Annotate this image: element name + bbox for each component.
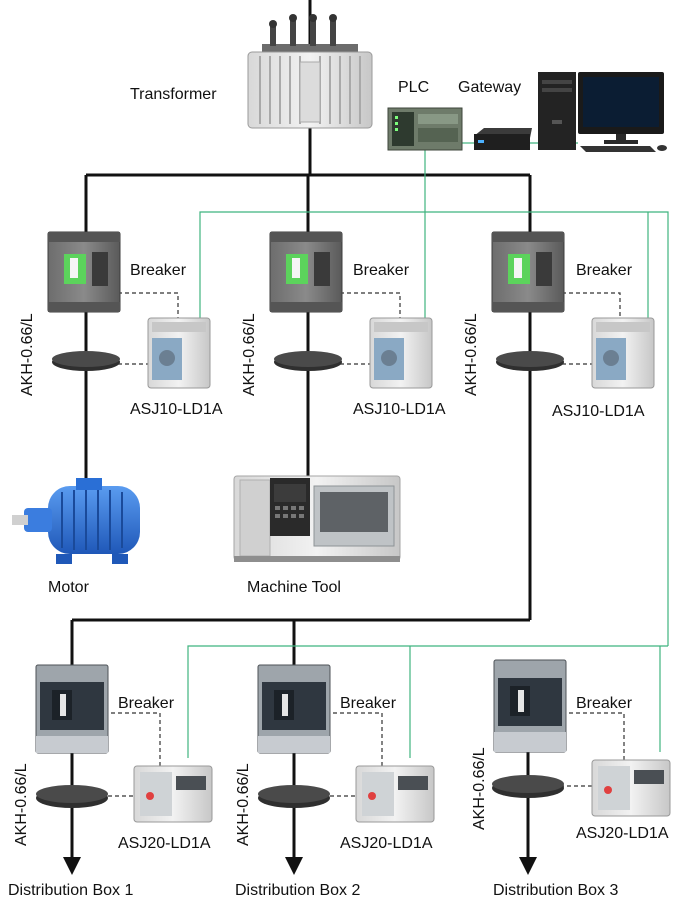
meter-box-1 <box>133 765 213 823</box>
breaker-label-feeder-3: Breaker <box>576 262 633 279</box>
distribution-box-2-label: Distribution Box 2 <box>235 882 360 899</box>
current-transformer-feeder-1 <box>52 351 120 371</box>
current-transformer-box-1 <box>36 785 108 808</box>
gateway-label: Gateway <box>458 79 521 96</box>
ct-label-feeder-2: AKH-0.66/L <box>241 313 258 396</box>
current-transformer-box-3 <box>492 775 564 798</box>
power-lines <box>63 0 537 875</box>
current-transformer-feeder-3 <box>496 351 564 371</box>
breaker-feeder-2 <box>269 231 343 313</box>
breaker-label-box-2: Breaker <box>340 695 397 712</box>
breaker-label-box-1: Breaker <box>118 695 175 712</box>
transformer-label: Transformer <box>130 86 217 103</box>
ct-label-feeder-3: AKH-0.66/L <box>463 313 480 396</box>
meter-label-feeder-3: ASJ10-LD1A <box>552 403 645 420</box>
computer-icon <box>538 72 667 152</box>
ct-label-box-1: AKH-0.66/L <box>13 763 30 846</box>
current-transformer-box-2 <box>258 785 330 808</box>
machine-tool-label: Machine Tool <box>247 579 341 596</box>
breaker-box-1 <box>35 664 109 754</box>
plc-device <box>387 107 463 151</box>
meter-feeder-1 <box>147 317 211 389</box>
meter-label-box-2: ASJ20-LD1A <box>340 835 433 852</box>
transformer <box>247 14 373 129</box>
ct-label-feeder-1: AKH-0.66/L <box>19 313 36 396</box>
machine-tool-icon <box>233 475 401 562</box>
meter-feeder-2 <box>369 317 433 389</box>
meter-box-2 <box>355 765 435 823</box>
motor-icon <box>12 478 140 564</box>
meter-label-box-3: ASJ20-LD1A <box>576 825 669 842</box>
gateway-device <box>474 128 532 150</box>
breaker-feeder-3 <box>491 231 565 313</box>
breaker-box-3 <box>493 659 567 753</box>
plc-label: PLC <box>398 79 429 96</box>
breaker-box-2 <box>257 664 331 754</box>
current-transformer-feeder-2 <box>274 351 342 371</box>
distribution-box-1-label: Distribution Box 1 <box>8 882 133 899</box>
control-lines <box>104 292 625 797</box>
meter-label-feeder-1: ASJ10-LD1A <box>130 401 223 418</box>
meter-label-feeder-2: ASJ10-LD1A <box>353 401 446 418</box>
motor-label: Motor <box>48 579 90 596</box>
breaker-label-feeder-2: Breaker <box>353 262 410 279</box>
meter-box-3 <box>591 759 671 817</box>
meter-label-box-1: ASJ20-LD1A <box>118 835 211 852</box>
ct-label-box-3: AKH-0.66/L <box>471 747 488 830</box>
ct-label-box-2: AKH-0.66/L <box>235 763 252 846</box>
breaker-feeder-1 <box>47 231 121 313</box>
distribution-box-3-label: Distribution Box 3 <box>493 882 618 899</box>
meter-feeder-3 <box>591 317 655 389</box>
breaker-label-feeder-1: Breaker <box>130 262 187 279</box>
breaker-label-box-3: Breaker <box>576 695 633 712</box>
